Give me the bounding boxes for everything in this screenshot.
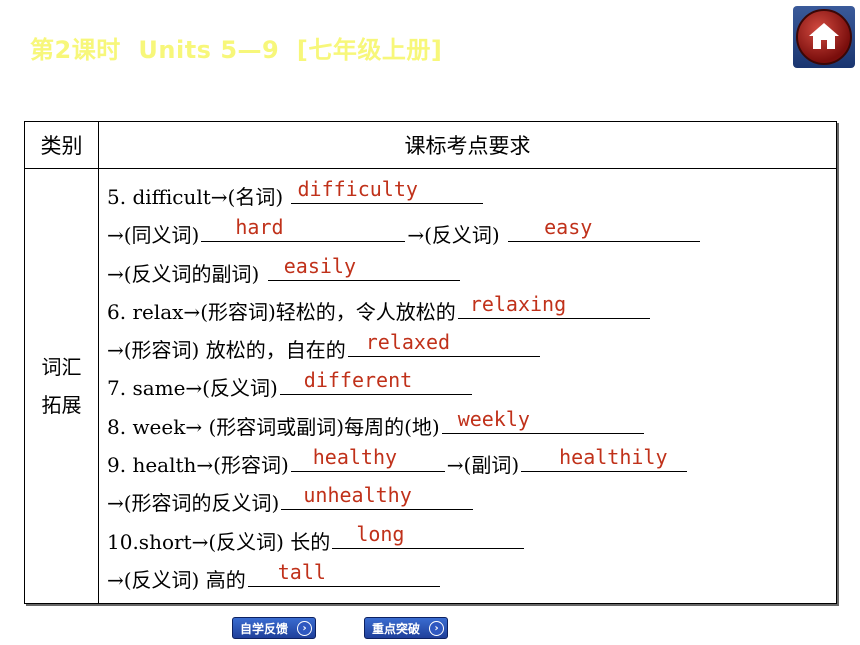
answer-blank: healthy [290,445,445,473]
answer: difficulty [297,177,418,201]
answer-blank: relaxing [457,291,650,319]
self-study-feedback-button[interactable]: 自学反馈 › [232,617,316,639]
answer: relaxed [365,330,451,355]
answer: long [356,521,405,546]
chevron-right-icon: › [297,621,312,636]
answer-blank: easily [267,253,460,281]
answer: easy [544,215,593,240]
answer-blank: easy [508,215,701,243]
home-button[interactable] [793,6,855,68]
answer-blank: relaxed [347,330,540,358]
answer: hard [235,215,284,240]
answer-blank: healthily [521,445,688,473]
answer-blank: long [332,521,525,549]
row-3: →(反义词的副词) easily [107,254,836,292]
row-1: 5. difficult→(名词) difficulty [107,177,836,215]
chevron-right-icon: › [429,621,444,636]
page-title: 第2课时 Units 5—9 [七年级上册] [30,36,443,64]
home-icon [809,23,839,49]
answer: unhealthy [303,483,412,508]
row-2: →(同义词)hard→(反义词) easy [107,215,836,253]
answer: relaxing [469,291,567,316]
header-category: 类别 [24,121,99,169]
key-points-label: 重点突破 [372,622,421,636]
answer-blank: difficulty [291,177,484,204]
answer-blank: unhealthy [281,483,474,511]
row-6: 7. same→(反义词)different [107,368,836,406]
answer: tall [277,559,326,584]
row-9: →(形容词的反义词)unhealthy [107,483,836,521]
category-label-2: 拓展 [41,393,82,417]
answer: healthy [312,445,398,470]
answer: weekly [457,406,530,431]
answer-blank: tall [247,559,440,587]
answer: easily [283,253,356,278]
header-requirements: 课标考点要求 [98,121,837,169]
answer-blank: weekly [441,406,644,434]
category-cell: 词汇 拓展 [24,168,99,604]
answer: healthily [559,445,668,470]
self-study-feedback-label: 自学反馈 [240,622,289,636]
answer: different [303,368,413,393]
category-label-1: 词汇 [41,355,82,379]
requirements-cell: 5. difficult→(名词) difficulty →(同义词)hard→… [98,168,837,604]
answer-blank: hard [201,215,406,243]
key-points-button[interactable]: 重点突破 › [364,617,448,639]
answer-blank: different [279,368,472,396]
row-8: 9. health→(形容词)healthy→(副词)healthily [107,445,836,483]
row-7: 8. week→ (形容词或副词)每周的(地)weekly [107,407,836,445]
vocabulary-table: 类别 课标考点要求 词汇 拓展 5. difficult→(名词) diffic… [24,121,837,604]
